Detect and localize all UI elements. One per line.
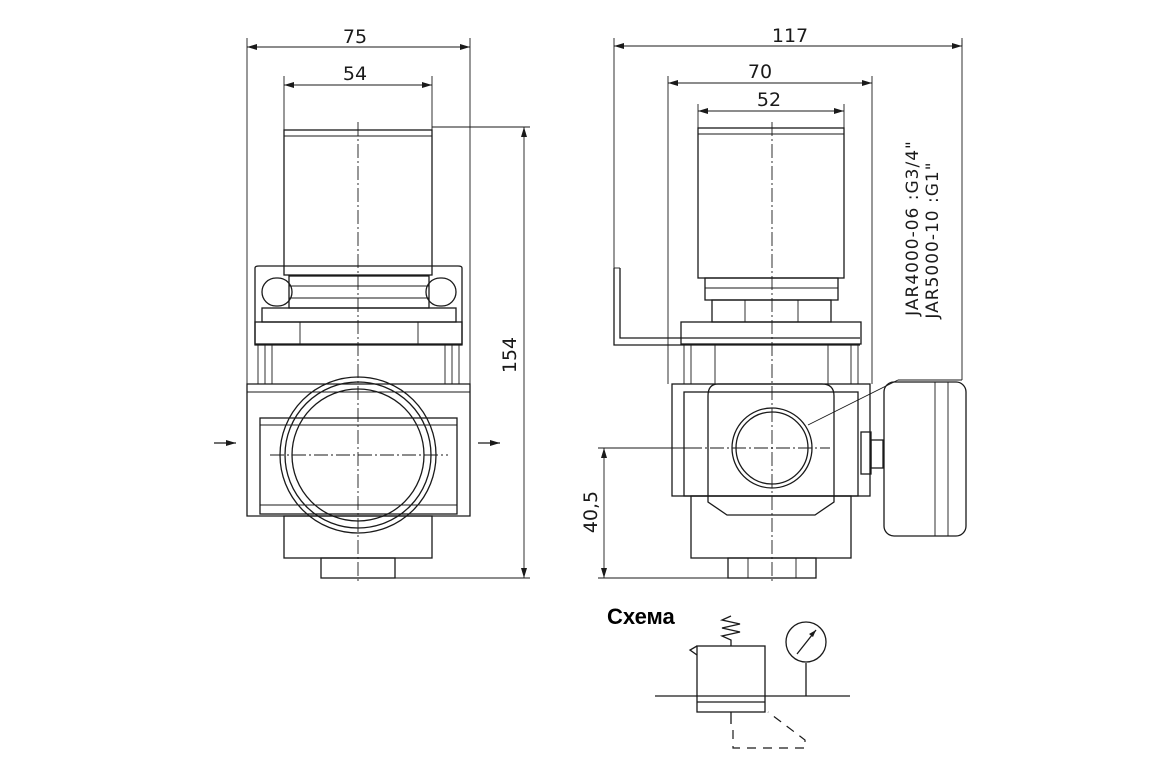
front-dim-height-total: 154 [499, 337, 521, 373]
exhaust-pilot-line [732, 711, 806, 749]
side-dim-width-bonnet: 52 [757, 89, 781, 111]
schema-title: Схема [607, 604, 676, 629]
side-dim-width-body: 70 [748, 61, 772, 83]
side-bracket [613, 268, 860, 346]
front-view: 75 54 154 [214, 26, 530, 582]
schema-symbol: Схема [607, 604, 850, 749]
front-body [246, 383, 471, 517]
front-dim-width-total: 75 [343, 26, 367, 48]
side-body [671, 383, 871, 497]
side-body-center [707, 383, 835, 516]
model-label-1: JAR4000-06 :G3/4" [903, 140, 923, 317]
side-dim-port-height: 40,5 [580, 491, 602, 533]
gauge-symbol-icon [785, 621, 827, 663]
front-dim-width-bonnet: 54 [343, 63, 367, 85]
gauge-body [883, 381, 967, 537]
side-view: 117 70 52 40,5 JAR4000-06 :G3/4" JAR5000… [580, 25, 967, 582]
front-bracket [254, 265, 463, 346]
model-label-2: JAR5000-10 :G1" [923, 161, 943, 319]
side-bonnet [697, 127, 845, 279]
side-dim-width-total: 117 [772, 25, 808, 47]
spring-icon [719, 615, 741, 646]
